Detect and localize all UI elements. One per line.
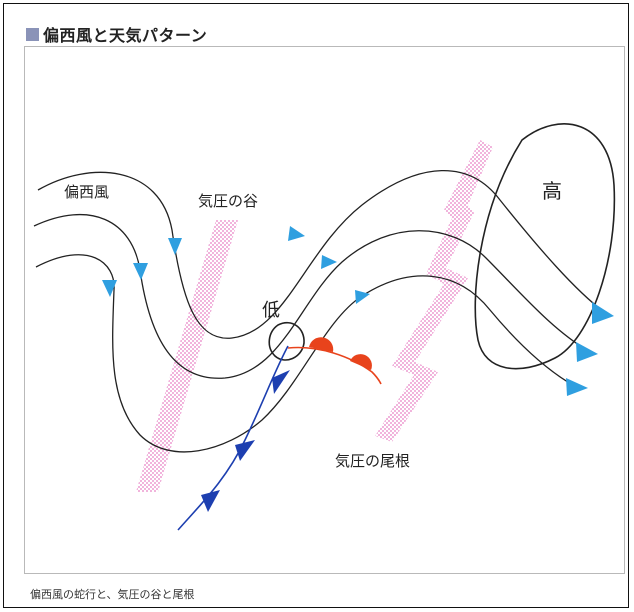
ridge-zone bbox=[375, 140, 493, 442]
warm-front-symbol bbox=[309, 337, 334, 352]
westerly-stream-2 bbox=[33, 213, 591, 379]
title-marker bbox=[26, 27, 39, 41]
flow-arrow bbox=[133, 263, 148, 280]
westerlies-label: 偏西風 bbox=[64, 183, 109, 201]
warm-front-line bbox=[287, 346, 382, 385]
westerly-stream-1 bbox=[37, 169, 605, 339]
diagram-panel bbox=[24, 46, 625, 574]
flow-arrow bbox=[355, 290, 370, 304]
figure-header: 偏西風と天気パターン bbox=[26, 24, 208, 45]
figure-title: 偏西風と天気パターン bbox=[43, 26, 208, 45]
flow-arrow bbox=[576, 342, 598, 362]
flow-arrow bbox=[288, 226, 305, 241]
trough-label: 気圧の谷 bbox=[198, 192, 258, 210]
flow-arrow bbox=[592, 302, 614, 324]
high-pressure-isobar bbox=[474, 123, 616, 370]
figure-caption: 偏西風の蛇行と、気圧の谷と尾根 bbox=[30, 588, 195, 601]
cold-front-line bbox=[177, 345, 289, 531]
cold-front-symbol bbox=[272, 370, 290, 394]
ridge-label: 気圧の尾根 bbox=[335, 452, 410, 470]
trough-zone bbox=[136, 220, 238, 492]
cold-front-symbol bbox=[235, 440, 255, 461]
figure-frame bbox=[3, 3, 629, 608]
low-pressure-label: 低 bbox=[262, 300, 280, 321]
flow-arrow bbox=[321, 255, 337, 269]
flow-arrow bbox=[102, 280, 117, 297]
westerly-stream-3 bbox=[35, 254, 579, 453]
high-pressure-label: 高 bbox=[542, 179, 562, 203]
flow-arrow bbox=[168, 238, 182, 255]
warm-front-symbol bbox=[350, 354, 372, 370]
low-pressure-isobar bbox=[268, 321, 305, 361]
flow-arrow bbox=[566, 378, 588, 396]
cold-front-symbol bbox=[201, 490, 220, 512]
